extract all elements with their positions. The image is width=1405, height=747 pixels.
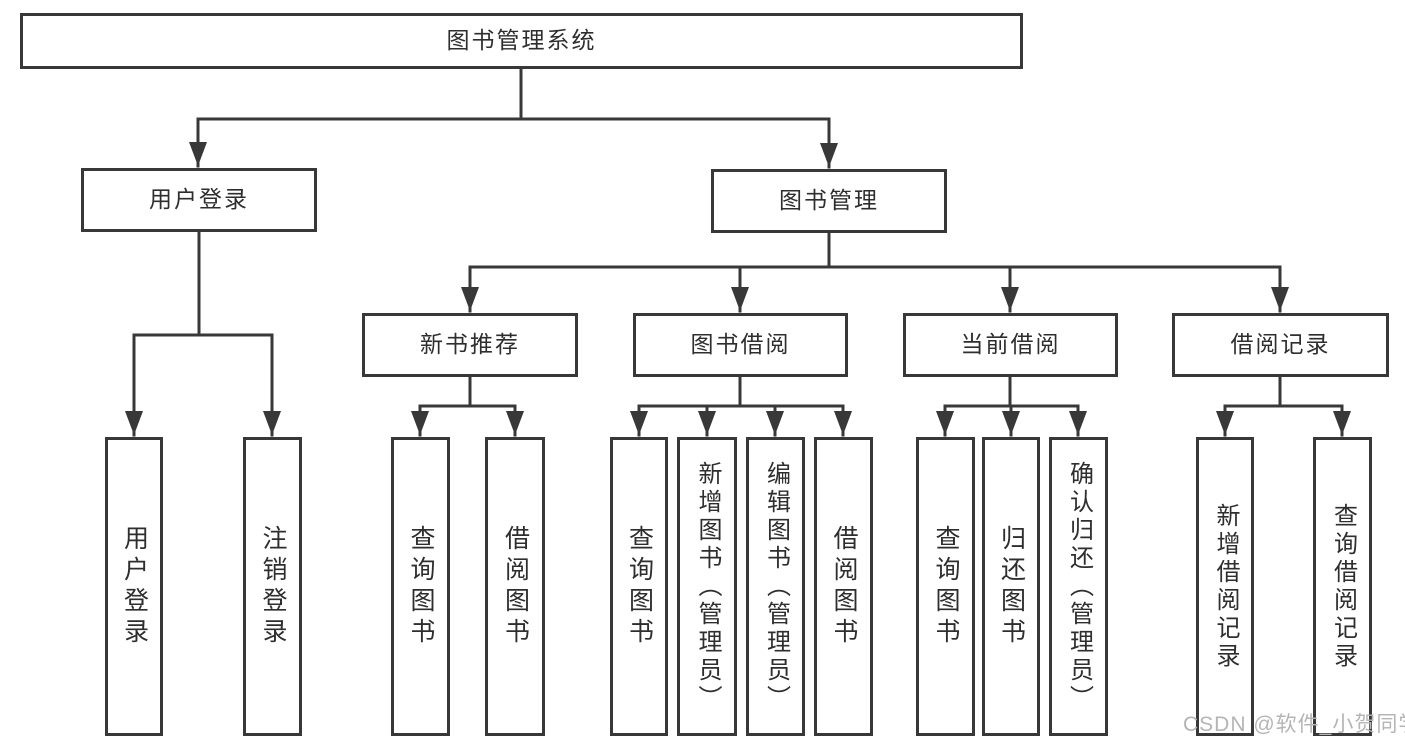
- leaf-return-book: 归还图书: [982, 437, 1040, 736]
- node-book-management: 图书管理: [711, 169, 947, 233]
- node-current-borrowing: 当前借阅: [903, 313, 1118, 377]
- node-new-book-recommendation: 新书推荐: [362, 313, 578, 377]
- leaf-query-books-3: 查询图书: [916, 437, 975, 736]
- connector-borrow-to-leaves: [630, 375, 852, 437]
- connector-root-to-level2: [189, 67, 838, 169]
- connector-records-to-leaves: [1216, 375, 1351, 437]
- leaf-add-borrow-record: 新增借阅记录: [1196, 437, 1254, 736]
- node-user-login: 用户登录: [81, 168, 317, 232]
- leaf-borrow-books: 借阅图书: [485, 437, 545, 736]
- node-book-borrowing: 图书借阅: [633, 313, 848, 377]
- leaf-query-books: 查询图书: [391, 437, 450, 736]
- node-borrowing-records: 借阅记录: [1172, 313, 1389, 377]
- connector-newbook-to-leaves: [411, 375, 524, 437]
- leaf-borrow-books-2: 借阅图书: [814, 437, 873, 736]
- leaf-edit-book-admin: 编辑图书（管理员）: [746, 437, 805, 736]
- leaf-add-book-admin: 新增图书（管理员）: [677, 437, 737, 736]
- leaf-confirm-return-admin: 确认归还（管理员）: [1049, 437, 1108, 736]
- connector-bookmgmt-to-level3: [461, 231, 1289, 313]
- node-library-management-system: 图书管理系统: [20, 13, 1023, 69]
- connector-current-to-leaves: [936, 375, 1087, 437]
- connector-userlogin-to-leaves: [125, 230, 281, 437]
- leaf-query-books-2: 查询图书: [610, 437, 668, 736]
- leaf-query-borrow-record: 查询借阅记录: [1313, 437, 1372, 736]
- leaf-logout: 注销登录: [243, 437, 302, 736]
- csdn-watermark: CSDN @软件_小贺同学: [1183, 713, 1405, 736]
- leaf-user-login: 用户登录: [105, 437, 163, 736]
